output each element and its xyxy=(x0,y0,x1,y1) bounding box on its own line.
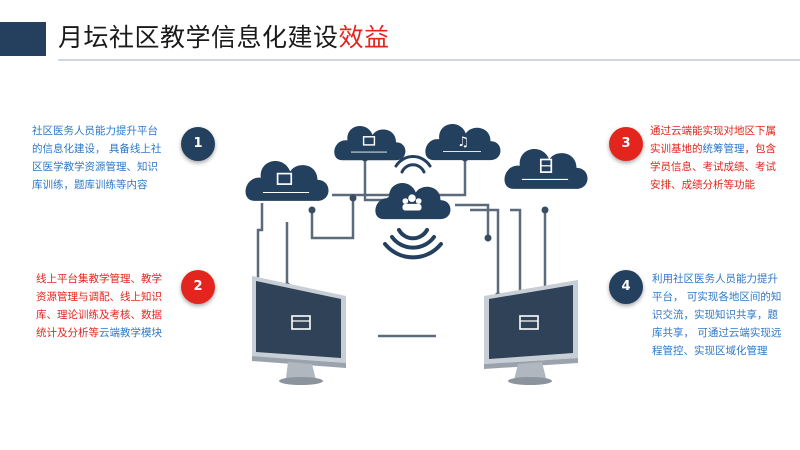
badge-2: 2 xyxy=(181,270,215,304)
music-icon: ♫ xyxy=(457,135,469,150)
image-icon xyxy=(362,136,376,146)
cloud-center xyxy=(375,182,451,220)
benefit-text-3: 通过云端能实现对地区下属 实训基地的统筹管理，包含 学员信息、考试成绩、考试 安… xyxy=(650,125,776,191)
briefcase-icon-right xyxy=(519,315,539,330)
title-divider xyxy=(58,59,800,61)
cloud-left xyxy=(245,160,329,201)
monitor-right xyxy=(484,280,578,385)
badge-3: 3 xyxy=(609,127,643,161)
cloud-right xyxy=(504,148,588,189)
benefit-text-2: 线上平台集教学管理、教学 资源管理与调配、线上知识 库、理论训练及考核、数据 统… xyxy=(36,273,162,339)
badge-1: 1 xyxy=(181,127,215,161)
benefit-text-4: 利用社区医务人员能力提升 平台， 可实现各地区间的知 识交流，实现知识共享，题 … xyxy=(652,273,782,357)
briefcase-icon-left xyxy=(291,315,311,330)
wifi-down-icon xyxy=(383,228,443,260)
people-icon xyxy=(408,194,416,202)
wifi-up-icon xyxy=(394,155,432,174)
cloud-top-right: ♫ xyxy=(425,123,501,161)
monitor-left xyxy=(252,276,346,385)
photo-icon xyxy=(276,172,293,185)
cloud-top-left xyxy=(334,125,406,161)
connection-lines xyxy=(256,158,547,338)
page-title: 月坛社区教学信息化建设效益 xyxy=(58,23,390,52)
badge-4: 4 xyxy=(609,270,643,304)
title-accent-bar xyxy=(0,22,46,56)
benefit-text-1: 社区医务人员能力提升平台 的信息化建设， 具备线上社 区医学教学资源管理、知识 … xyxy=(32,125,162,191)
